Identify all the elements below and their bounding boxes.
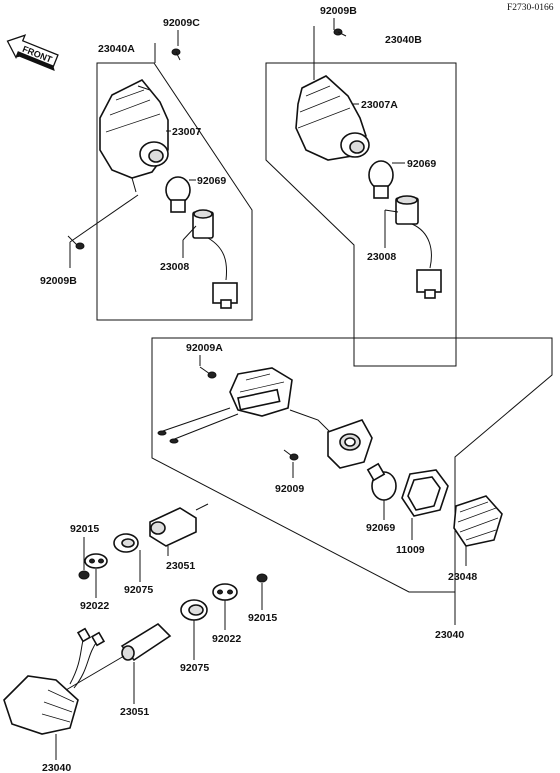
screw-92009C — [171, 48, 181, 61]
group-23040A-boundary — [96, 62, 253, 321]
gasket-11009 — [401, 469, 449, 517]
socket-23008-a — [192, 209, 238, 309]
nut-92015-a — [78, 570, 90, 580]
label-23040B: 23040B — [385, 34, 422, 46]
front-arrow-icon: FRONT — [6, 34, 59, 72]
label-92069-c: 92069 — [366, 522, 395, 534]
lens-base — [327, 419, 373, 469]
label-23040-a: 23040 — [435, 629, 464, 641]
turn-signal-body — [157, 367, 331, 444]
housing-23007 — [99, 78, 169, 193]
label-92022-b: 92022 — [212, 633, 241, 645]
label-92009: 92009 — [275, 483, 304, 495]
stay-23051-b — [120, 622, 172, 662]
label-92075-a: 92075 — [124, 584, 153, 596]
label-92009B-a: 92009B — [40, 275, 77, 287]
nut-92015-b — [256, 573, 268, 583]
screw-92009 — [283, 449, 299, 461]
label-23008-a: 23008 — [160, 261, 189, 273]
label-92075-b: 92075 — [180, 662, 209, 674]
bulb-92069-a — [165, 176, 191, 213]
label-92009A: 92009A — [186, 342, 223, 354]
label-23040-b: 23040 — [42, 762, 71, 773]
label-23007: 23007 — [172, 126, 201, 138]
screw-92009B-b — [333, 28, 347, 37]
label-23048: 23048 — [448, 571, 477, 583]
socket-23008-b — [395, 195, 442, 299]
label-23051-b: 23051 — [120, 706, 149, 718]
label-92069-b: 92069 — [407, 158, 436, 170]
washer-92022-b — [212, 583, 238, 601]
label-23051-a: 23051 — [166, 560, 195, 572]
label-23040A: 23040A — [98, 43, 135, 55]
washer-92022-a — [84, 553, 108, 569]
bulb-92069-c — [366, 462, 397, 501]
grommet-92075-a — [113, 533, 139, 553]
housing-23007A — [295, 75, 370, 161]
screw-92009B-a — [67, 235, 85, 250]
group-23040B-boundary — [265, 62, 457, 367]
label-92022-a: 92022 — [80, 600, 109, 612]
drawing-code: F2730-0166 — [507, 3, 554, 13]
label-92015-a: 92015 — [70, 523, 99, 535]
lens-23048 — [453, 495, 503, 547]
label-11009: 11009 — [396, 544, 425, 556]
turn-signal-23040-lower — [3, 627, 125, 735]
label-92009B-b: 92009B — [320, 5, 357, 17]
label-92069-a: 92069 — [197, 175, 226, 187]
screw-92009A — [199, 366, 217, 379]
grommet-92075-b — [180, 599, 208, 621]
label-23008-b: 23008 — [367, 251, 396, 263]
label-23007A: 23007A — [361, 99, 398, 111]
stay-23051-a — [149, 503, 209, 547]
bulb-92069-b — [368, 160, 394, 199]
label-92009C: 92009C — [163, 17, 200, 29]
label-92015-b: 92015 — [248, 612, 277, 624]
